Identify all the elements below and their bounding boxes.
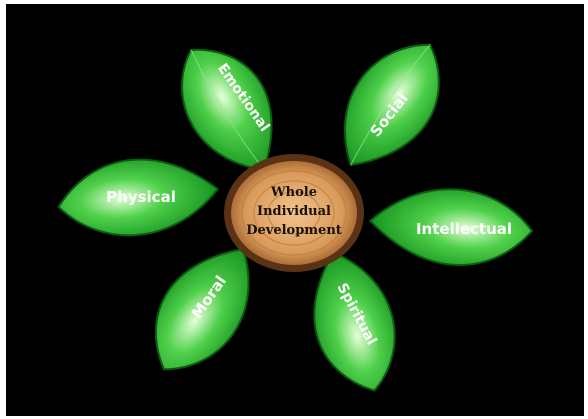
tree-ring: [241, 170, 347, 256]
label-intellectual: Intellectual: [416, 220, 512, 238]
leaf-spiritual: [313, 251, 396, 392]
center-title-line-3: Development: [246, 223, 342, 238]
tree-ring: [253, 180, 335, 246]
center-title-line-2: Individual: [257, 204, 331, 219]
center-log: [224, 154, 364, 272]
center-title-line-1: Whole: [270, 185, 317, 200]
tree-ring: [267, 191, 321, 235]
log-face: [231, 161, 357, 265]
leaf-moral: [154, 247, 250, 371]
label-physical: Physical: [106, 188, 176, 206]
leaf-emotional: [181, 48, 273, 171]
leaf-social: [344, 43, 440, 167]
leaf-physical: [57, 158, 220, 237]
leaf-intellectual: [368, 188, 534, 266]
leaves-group: [57, 43, 534, 392]
